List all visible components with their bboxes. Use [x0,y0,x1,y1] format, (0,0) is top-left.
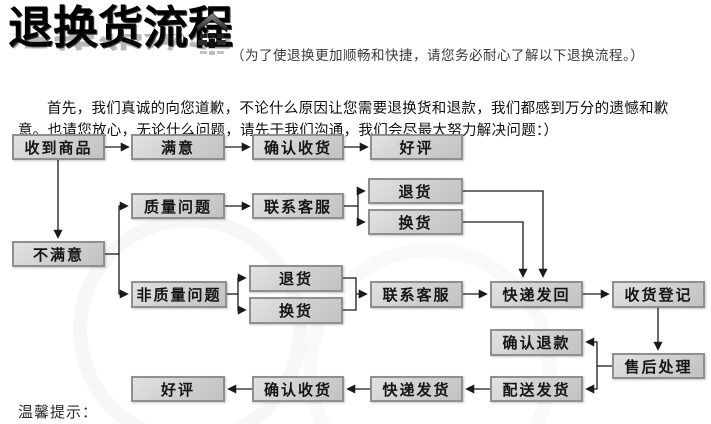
node-contact-service-top: 联系客服 [252,193,344,219]
node-contact-service-mid: 联系客服 [370,281,463,308]
node-quality-issue: 质量问题 [131,193,225,219]
node-after-sales: 售后处理 [612,353,705,379]
title-reflection-fade [8,51,208,69]
node-received-goods: 收到商品 [12,134,105,160]
node-express-send-back: 快递发回 [490,281,583,308]
node-good-review-top: 好评 [370,134,463,160]
node-receipt-register: 收货登记 [612,281,705,308]
node-non-quality-issue: 非质量问题 [131,281,227,308]
node-good-review-bottom: 好评 [131,376,225,402]
page-subtitle: （为了使退换更加顺畅和快捷，请您务必耐心了解以下退换流程。） [231,48,645,64]
node-return-mid: 退货 [249,265,343,292]
warm-tip-label: 温馨提示： [18,403,99,421]
node-unsatisfied: 不满意 [12,241,105,267]
node-express-ship: 快递发货 [370,376,463,402]
node-confirm-refund: 确认退款 [490,329,583,356]
node-return-top: 退货 [368,178,463,204]
node-confirm-receipt-top: 确认收货 [252,134,344,160]
node-confirm-receipt-bottom: 确认收货 [252,376,344,402]
page-title: 退换货流程 [8,1,234,54]
page-title-block: 退换货流程 退换货流程 [8,1,234,70]
node-delivery-ship: 配送发货 [490,376,583,402]
node-exchange-mid: 换货 [249,297,343,324]
house-upload-icon [196,12,228,55]
node-satisfied: 满意 [131,134,225,160]
node-exchange-top: 换货 [368,209,463,235]
